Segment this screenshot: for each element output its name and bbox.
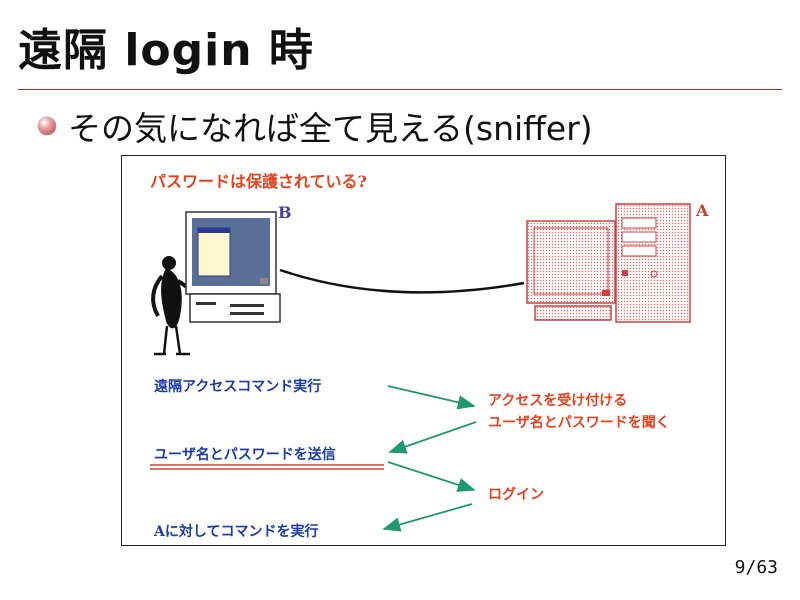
computer-a-label: A: [695, 201, 709, 220]
network-diagram: パスワードは保護されている? B: [121, 155, 726, 546]
diagram-canvas: パスワードは保護されている? B: [150, 172, 709, 540]
step-login: ログイン: [488, 486, 544, 503]
arrow-access-to-server: [387, 385, 476, 410]
title-divider: [18, 89, 782, 90]
step-remote-access: 遠隔アクセスコマンド実行: [154, 378, 321, 395]
computer-b-icon: [185, 211, 281, 323]
arrow-login-to-command: [382, 503, 473, 532]
diagram-heading: パスワードは保護されている?: [150, 172, 367, 191]
arrow-credentials-to-login: [387, 461, 476, 492]
page-number: 9/63: [734, 557, 778, 578]
step-ask-credentials: ユーザ名とパスワードを聞く: [488, 414, 670, 431]
computer-a-icon: [526, 203, 691, 323]
step-accept-access: アクセスを受け付ける: [488, 392, 627, 409]
bullet-text: その気になれば全て見える(sniffer): [68, 109, 593, 148]
arrow-credentials-request: [388, 421, 477, 454]
network-connection-line: [279, 268, 525, 294]
bullet-dot-icon: [38, 117, 56, 135]
slide-title: 遠隔 login 時: [18, 25, 314, 76]
bullet-item: その気になれば全て見える(sniffer): [38, 106, 593, 148]
computer-b-label: B: [278, 203, 292, 222]
step-execute-command: Aに対してコマンドを実行: [153, 523, 318, 540]
step-send-credentials: ユーザ名とパスワードを送信: [154, 446, 336, 463]
